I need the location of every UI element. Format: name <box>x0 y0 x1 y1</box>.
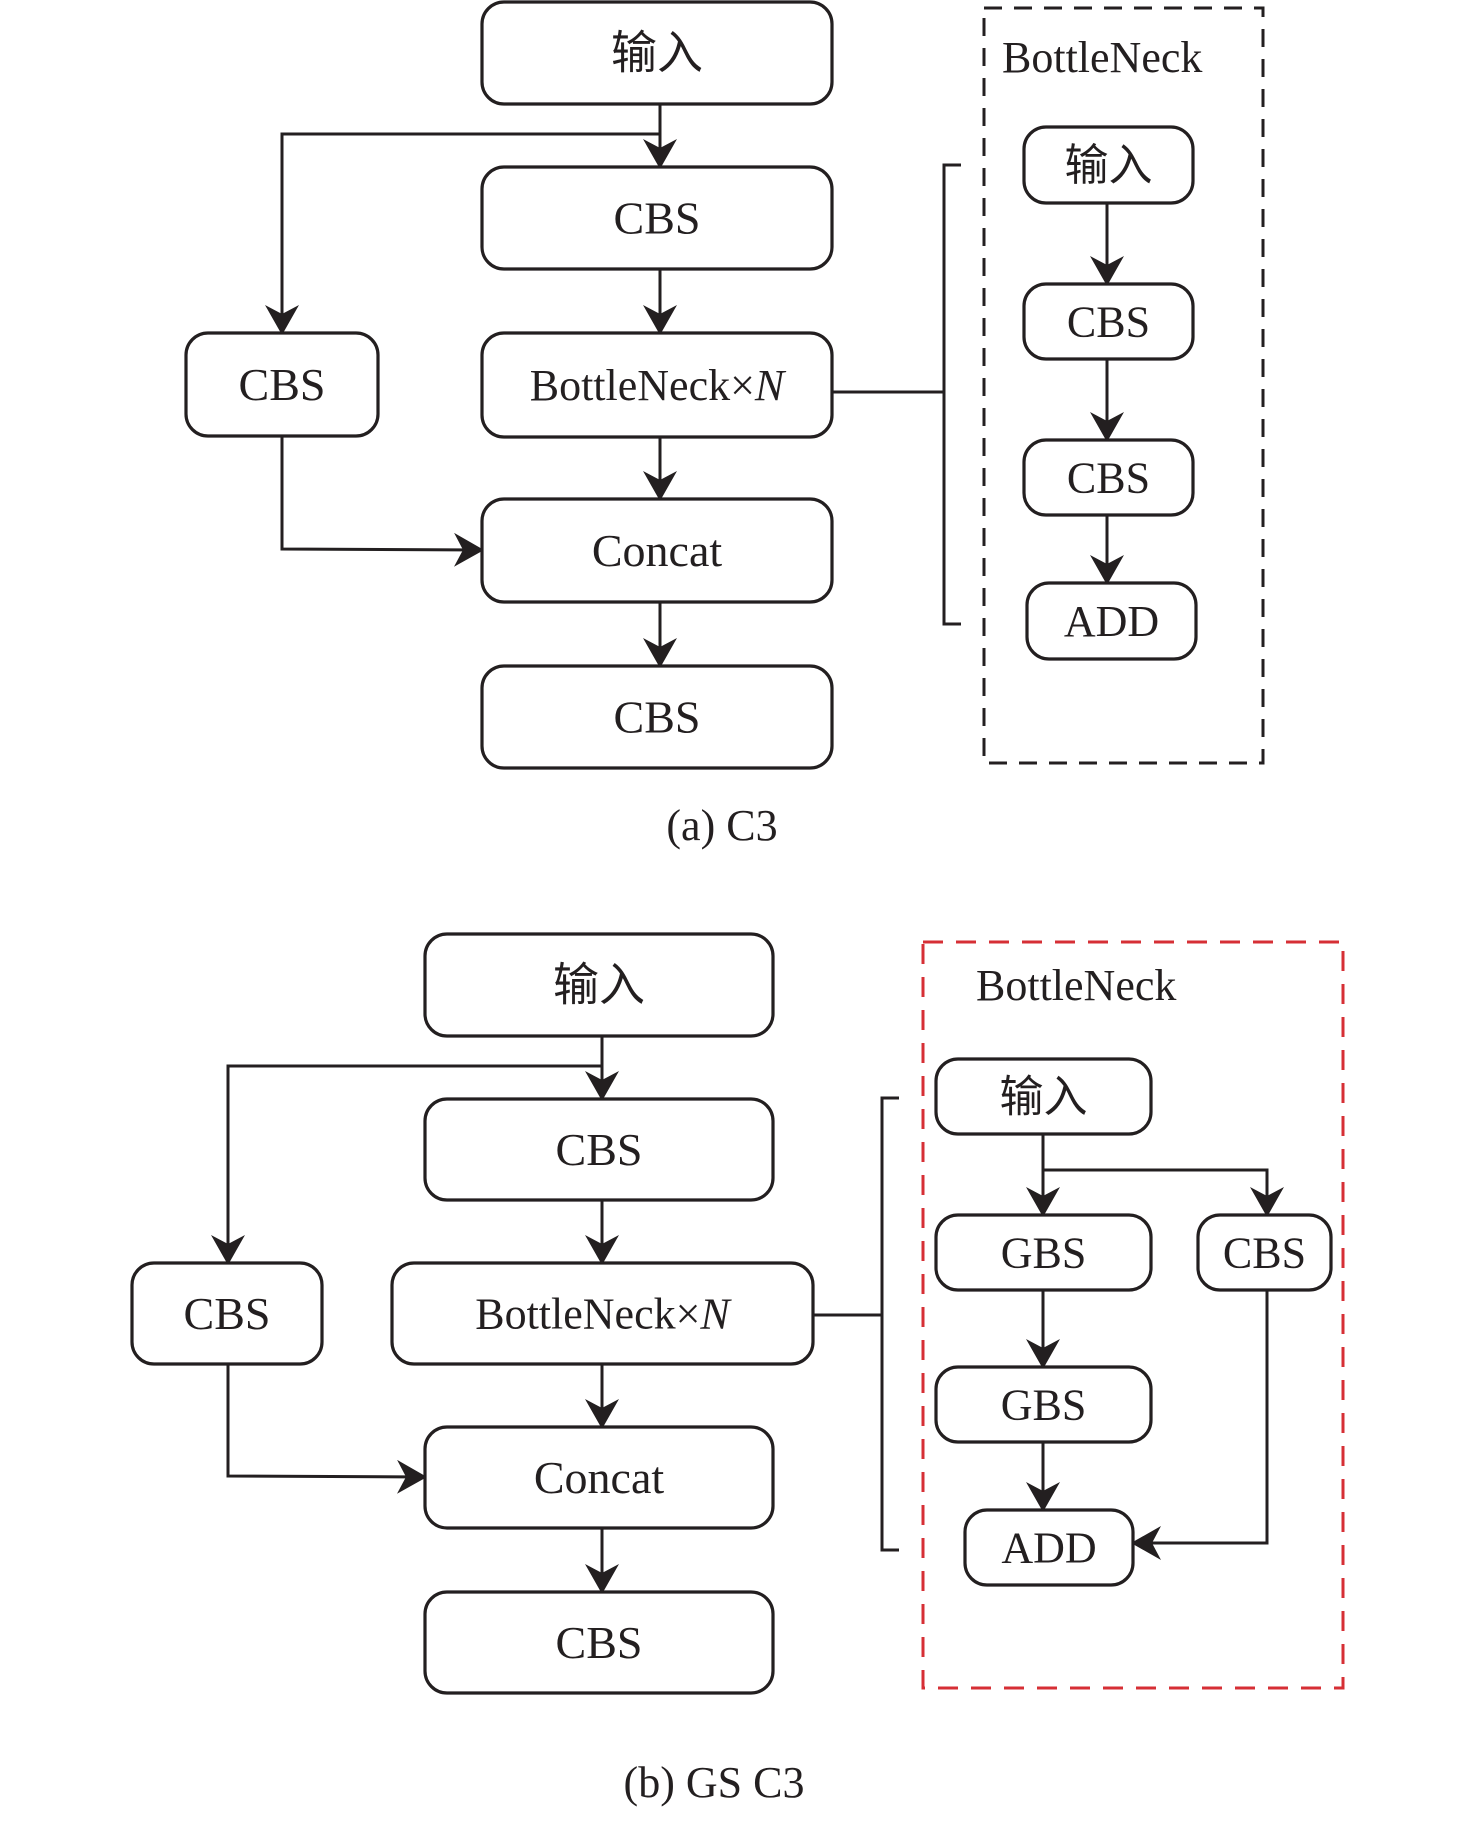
node-b-concat: Concat <box>423 1425 775 1530</box>
node-label: CBS <box>239 359 326 410</box>
node-box <box>480 331 834 439</box>
node-a-input: 输入 <box>480 0 834 106</box>
node-box <box>480 165 834 271</box>
node-b-detail-add: ADD <box>963 1508 1135 1587</box>
node-label: CBS <box>184 1288 271 1339</box>
node-label: GBS <box>1001 1380 1087 1429</box>
node-box <box>130 1261 324 1366</box>
node-box <box>423 1097 775 1202</box>
node-box <box>480 0 834 106</box>
frames-layer <box>880 6 1345 1690</box>
node-label: ADD <box>1001 1523 1096 1572</box>
node-box <box>934 1365 1153 1444</box>
edge-a-input-to-cbs-left <box>265 132 660 335</box>
node-box <box>1022 125 1195 205</box>
panel-b-bottleneck-title: BottleNeck <box>976 961 1176 1010</box>
node-box <box>480 664 834 770</box>
node-label: CBS <box>556 1617 643 1668</box>
node-box <box>423 932 775 1038</box>
node-box <box>934 1057 1153 1136</box>
node-box <box>1025 581 1198 661</box>
node-b-bottleneck-n: BottleNeck×N <box>390 1261 815 1366</box>
node-a-cbs-top: CBS <box>480 165 834 271</box>
panel-a-caption: (a) C3 <box>666 801 777 850</box>
node-label: 输入 <box>553 960 645 1011</box>
node-label: CBS <box>614 193 701 244</box>
node-b-detail-gbs-1: GBS <box>934 1213 1153 1292</box>
node-label: 输入 <box>1000 1072 1088 1121</box>
node-label: CBS <box>1067 453 1150 502</box>
node-b-detail-gbs-2: GBS <box>934 1365 1153 1444</box>
node-label: 输入 <box>1065 141 1153 190</box>
edge-b-cbs-left-to-concat <box>226 1364 427 1494</box>
node-label: BottleNeck×N <box>475 1289 732 1338</box>
node-label: Concat <box>592 525 723 576</box>
node-box <box>934 1213 1153 1292</box>
node-b-cbs-top: CBS <box>423 1097 775 1202</box>
node-box <box>423 1590 775 1695</box>
node-a-detail-cbs-2: CBS <box>1022 438 1195 517</box>
node-a-detail-input: 输入 <box>1022 125 1195 205</box>
node-label: Concat <box>534 1452 665 1503</box>
node-box <box>963 1508 1135 1587</box>
node-label: CBS <box>1067 297 1150 346</box>
node-a-bottleneck-n: BottleNeck×N <box>480 331 834 439</box>
node-a-cbs-left: CBS <box>184 331 380 438</box>
node-b-detail-cbs-shortcut: CBS <box>1196 1213 1333 1292</box>
node-a-detail-add: ADD <box>1025 581 1198 661</box>
node-b-input: 输入 <box>423 932 775 1038</box>
node-b-detail-input: 输入 <box>934 1057 1153 1136</box>
node-label: 输入 <box>611 28 703 79</box>
node-b-cbs-left: CBS <box>130 1261 324 1366</box>
node-box <box>1022 282 1195 361</box>
node-label: CBS <box>1223 1228 1306 1277</box>
bracket-a <box>942 163 961 626</box>
node-b-cbs-bottom: CBS <box>423 1590 775 1695</box>
node-box <box>1022 438 1195 517</box>
node-label: CBS <box>556 1124 643 1175</box>
node-label: BottleNeck×N <box>530 361 787 410</box>
bottleneck-detail-frame-a <box>982 6 1265 765</box>
edge-b-detail-cbs-shortcut-to-detail-add <box>1131 1290 1269 1560</box>
node-a-detail-cbs-1: CBS <box>1022 282 1195 361</box>
bottleneck-detail-frame-b <box>921 940 1345 1690</box>
edge-b-detail-input-to-detail-cbs-shortcut <box>1043 1168 1284 1217</box>
node-box <box>480 497 834 604</box>
node-box <box>184 331 380 438</box>
node-box <box>423 1425 775 1530</box>
node-label: CBS <box>614 692 701 743</box>
node-label: GBS <box>1001 1228 1087 1277</box>
edge-a-cbs-left-to-concat <box>280 436 484 567</box>
edges-layer <box>211 104 1284 1594</box>
panel-b-caption: (b) GS C3 <box>624 1758 805 1807</box>
node-box <box>1196 1213 1333 1292</box>
node-a-concat: Concat <box>480 497 834 604</box>
node-box <box>390 1261 815 1366</box>
node-label: ADD <box>1064 597 1159 646</box>
panel-a-bottleneck-title: BottleNeck <box>1002 33 1202 82</box>
edge-b-input-to-cbs-left <box>211 1064 602 1265</box>
node-a-cbs-bottom: CBS <box>480 664 834 770</box>
bracket-b <box>880 1096 899 1552</box>
